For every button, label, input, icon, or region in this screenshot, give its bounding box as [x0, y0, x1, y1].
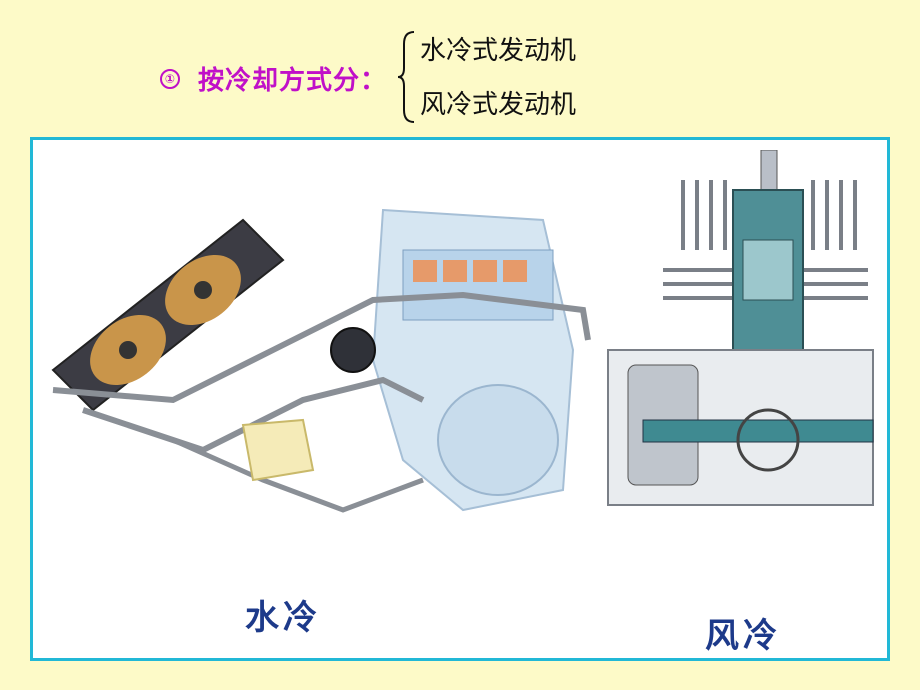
figure-panel: 水冷 风冷 [30, 137, 890, 661]
option-air-cooled: 风冷式发动机 [420, 90, 577, 120]
water-cooled-engine-illustration [51, 208, 591, 513]
option-water-cooled: 水冷式发动机 [420, 36, 577, 66]
classification-heading: ① 按冷却方式分： [160, 60, 387, 97]
water-cooled-caption: 水冷 [245, 598, 321, 638]
air-cooled-engine-illustration [607, 150, 874, 506]
air-cooled-caption: 风冷 [705, 616, 781, 656]
heading-label: 按冷却方式分： [198, 66, 388, 96]
numbered-bullet: ① [160, 68, 180, 89]
brace-icon [397, 31, 415, 123]
